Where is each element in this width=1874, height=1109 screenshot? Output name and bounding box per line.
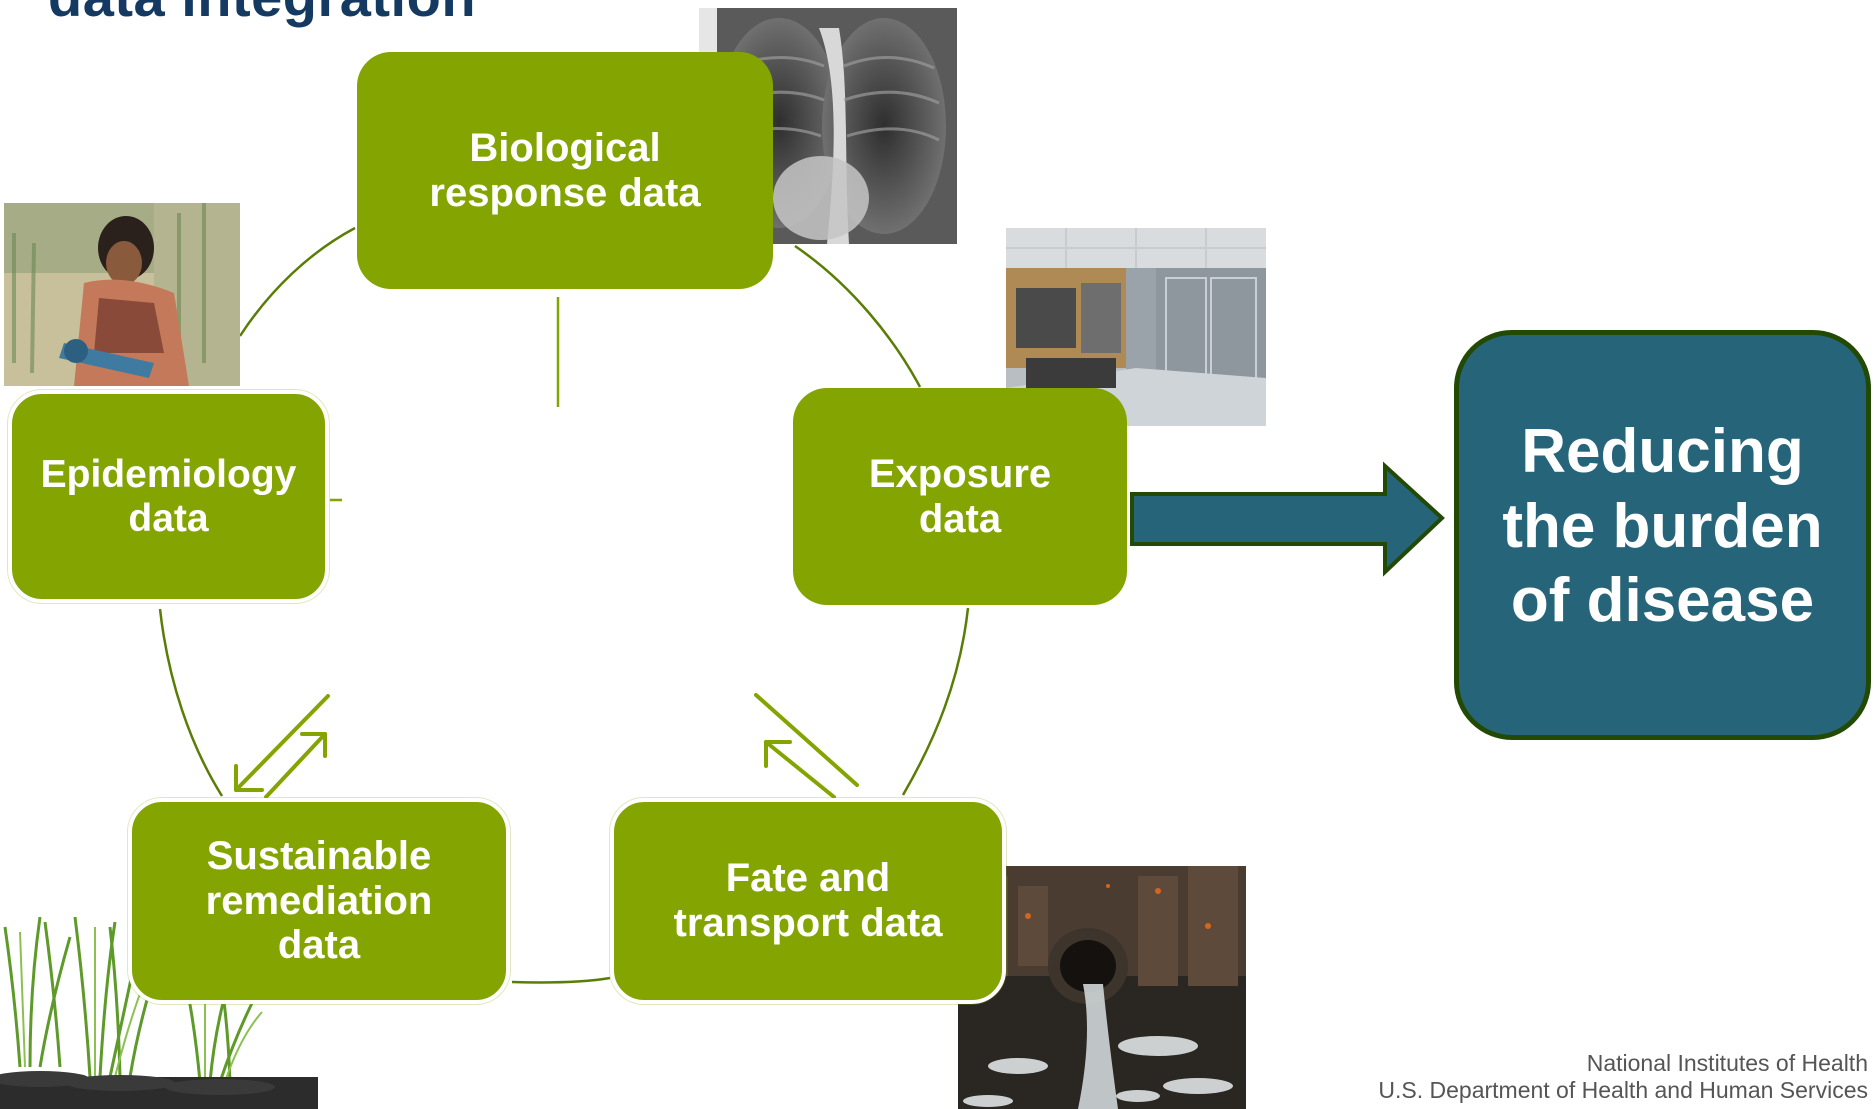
node-sustainable-label: Sustainable remediation data [205,833,433,968]
node-epidemiology-label: Epidemiology data [40,452,297,540]
goal-label: Reducing the burden of disease [1502,417,1823,636]
arc-sus-to-epi [158,608,224,797]
woman-pumping-water-image [4,203,240,386]
arrow-fate-up-head [764,740,792,768]
arc-epi-to-bio [238,226,356,337]
node-fate-transport-data: Fate and transport data [610,798,1006,1004]
arrow-sus-down-shaft [234,694,330,792]
node-fate-label: Fate and transport data [673,856,943,945]
arrow-sus-up-shaft [264,732,327,799]
pipe-discharge-image [958,866,1246,1109]
arc-bio-to-exp [794,244,922,388]
arrow-fate-line [754,693,859,787]
footer-department: U.S. Department of Health and Human Serv… [1378,1077,1868,1103]
goal-reducing-burden-of-disease: Reducing the burden of disease [1454,330,1871,740]
node-epidemiology-data: Epidemiology data [8,390,329,603]
node-exposure-data: Exposure data [793,388,1127,605]
arrow-sus-down-head [234,764,264,792]
arc-exp-to-fate [901,607,970,796]
node-biological-label: Biological response data [429,125,701,215]
slide-title: data integration [48,0,476,29]
goal-arrow [1130,461,1445,577]
arc-fate-to-sus [511,976,611,984]
node-sustainable-remediation-data: Sustainable remediation data [128,798,510,1004]
arrow-fate-up-shaft [764,740,836,799]
node-exposure-label: Exposure data [868,451,1052,541]
arrow-sus-up-head [300,732,327,758]
node-biological-response-data: Biological response data [357,52,773,289]
footer-organization: National Institutes of Health [1586,1050,1868,1076]
